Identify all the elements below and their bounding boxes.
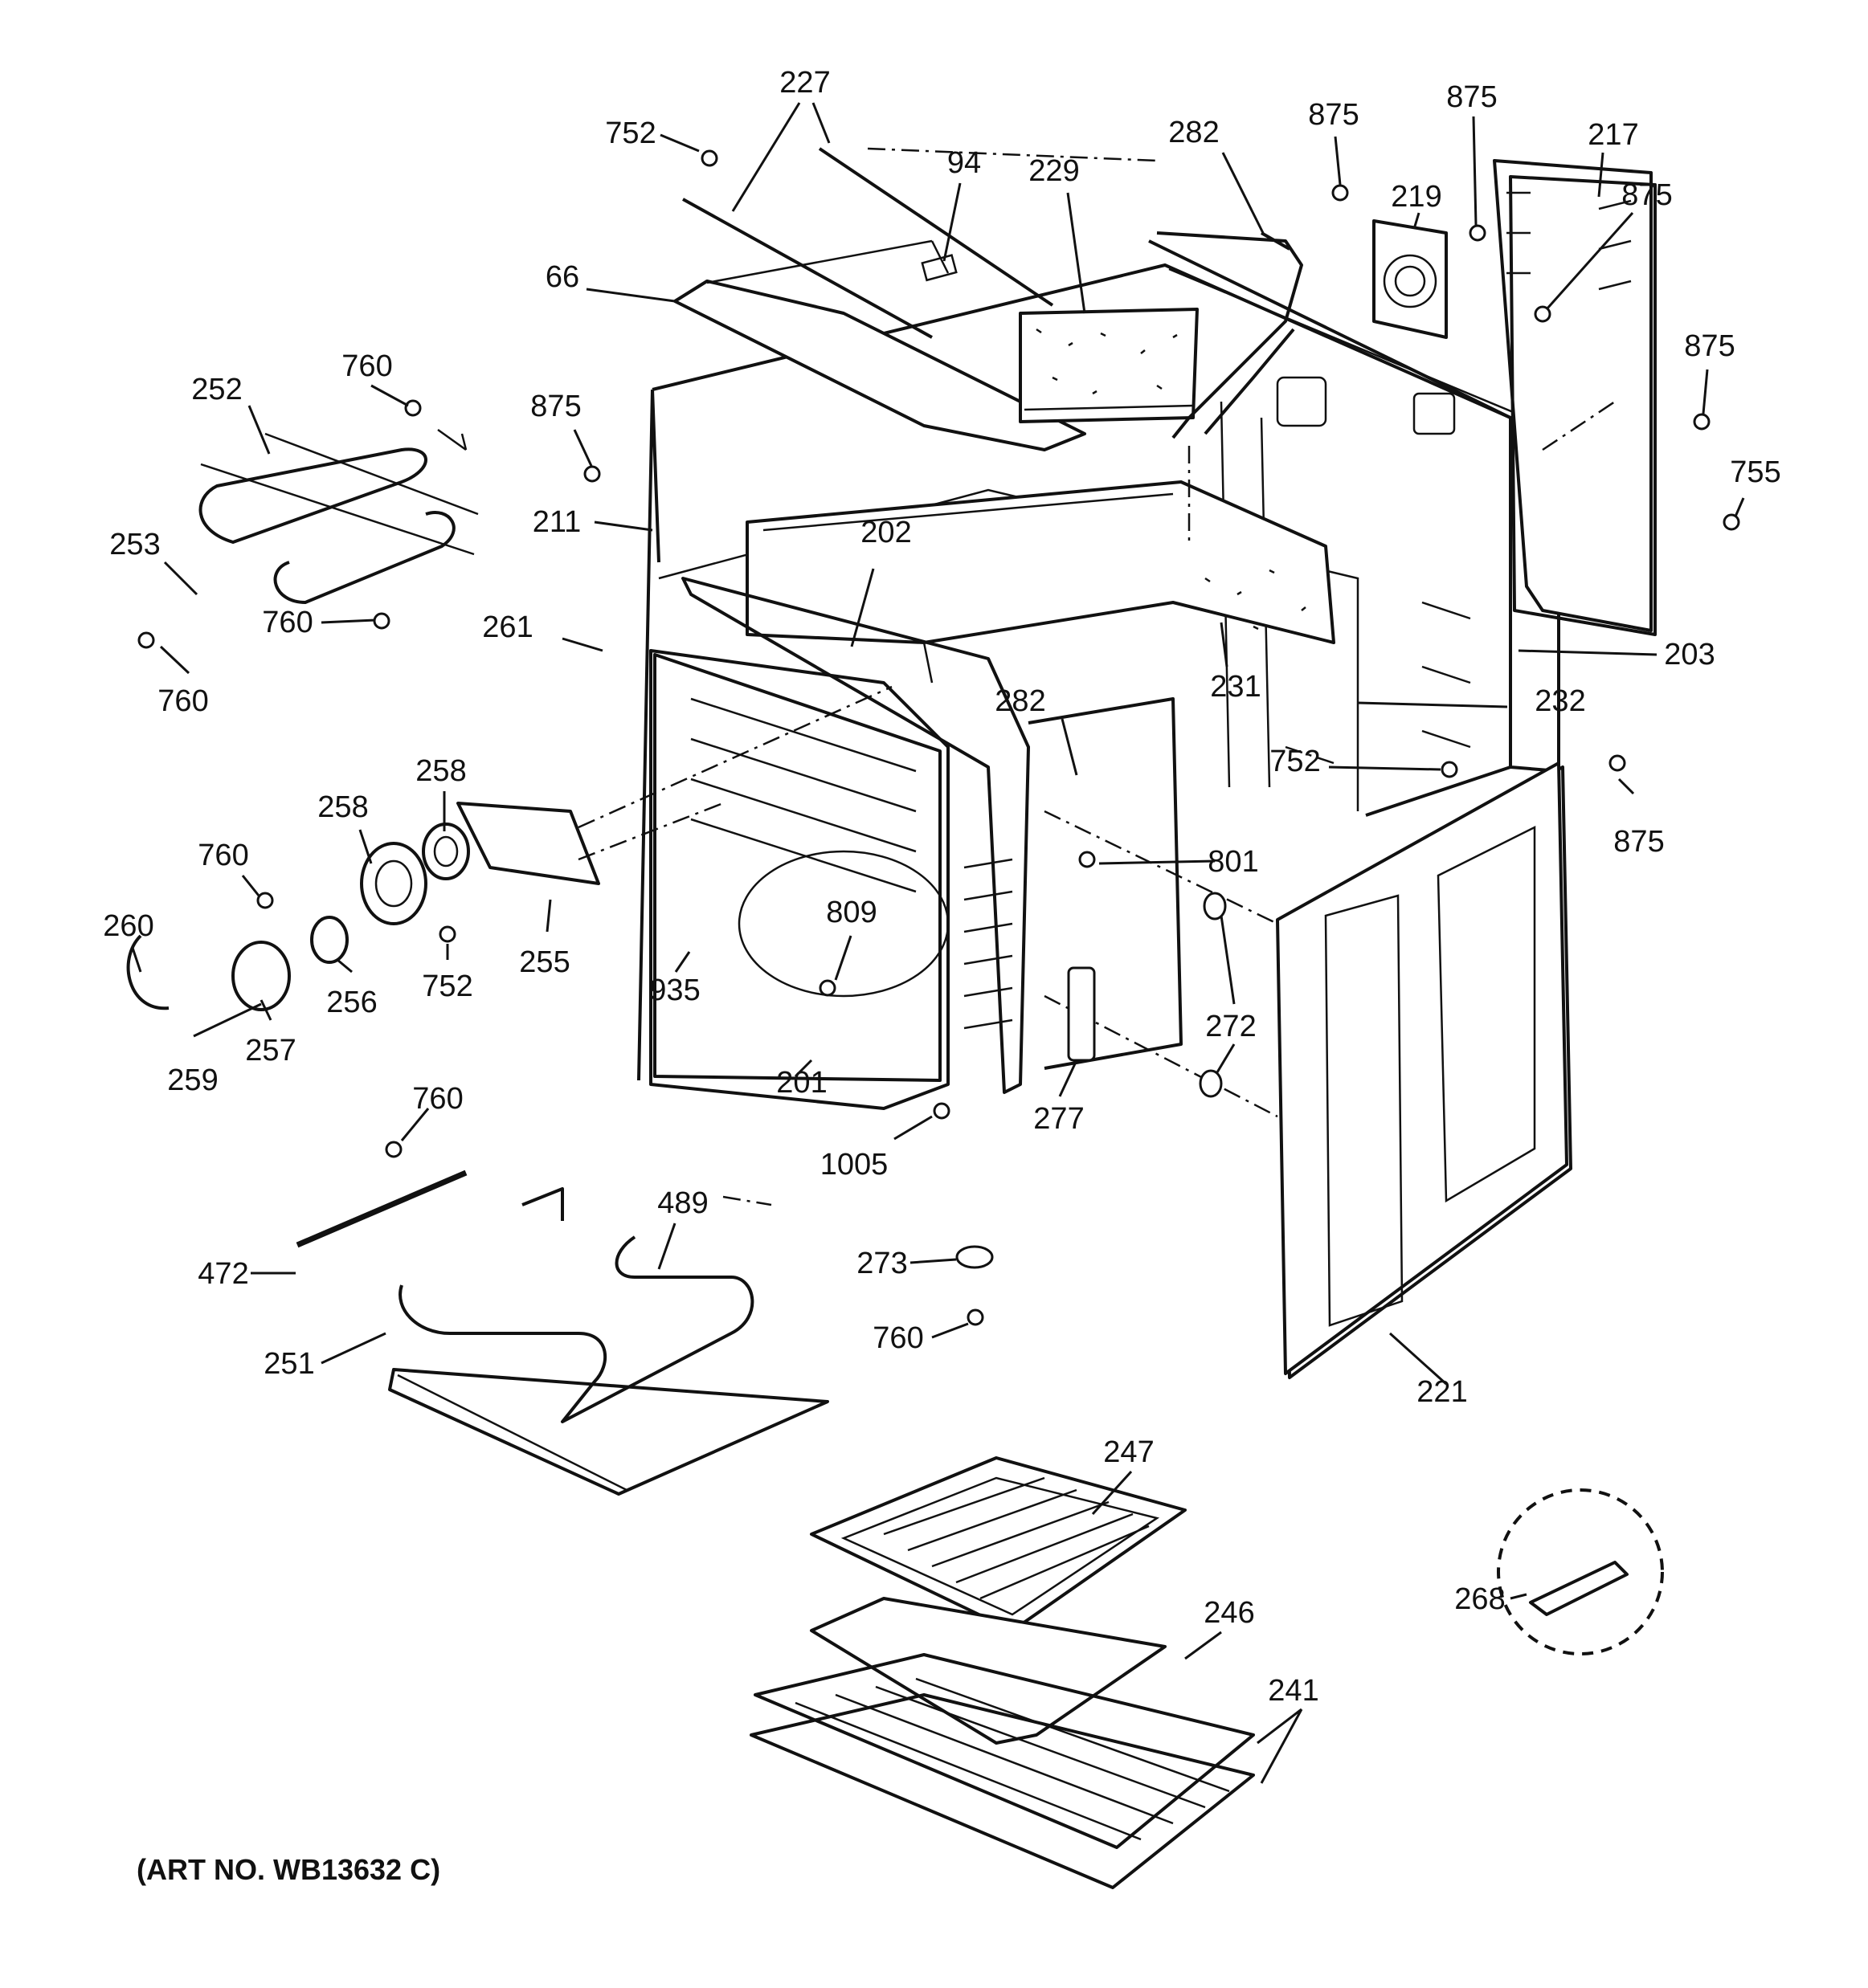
callout-935: 935 <box>649 974 700 1007</box>
callout-221: 221 <box>1416 1375 1467 1409</box>
callout-94: 94 <box>947 146 981 180</box>
callout-257: 257 <box>245 1034 296 1067</box>
callout-752: 752 <box>605 116 656 150</box>
callout-259: 259 <box>167 1063 218 1097</box>
broiler-pan-247 <box>810 1456 1187 1632</box>
callout-760: 760 <box>198 839 248 872</box>
callout-875: 875 <box>1621 178 1672 212</box>
callout-256: 256 <box>326 986 377 1019</box>
callout-752: 752 <box>1269 745 1320 778</box>
callout-247: 247 <box>1103 1435 1154 1469</box>
fasteners <box>137 149 1740 1326</box>
alignment-lines <box>578 147 1616 1206</box>
callout-472: 472 <box>198 1257 248 1291</box>
callout-875: 875 <box>1684 329 1735 363</box>
detail-circle-268 <box>1497 1488 1664 1655</box>
gasket-227 <box>682 147 1054 339</box>
callout-labels: 227 752 94 282 875 875 217 229 219 875 6… <box>103 66 1780 1708</box>
callout-760: 760 <box>412 1082 463 1116</box>
back-panel-217 <box>1493 159 1657 636</box>
oven-liner-top <box>746 480 1335 684</box>
side-panel-221 <box>1276 761 1572 1379</box>
rear-wall-203 <box>1148 239 1512 767</box>
callout-202: 202 <box>860 516 911 549</box>
callout-282: 282 <box>1168 116 1219 149</box>
callout-258: 258 <box>415 754 466 788</box>
callout-253: 253 <box>109 528 160 561</box>
leader-lines <box>131 102 1745 1784</box>
callout-251: 251 <box>264 1347 314 1381</box>
callout-875: 875 <box>1308 98 1359 132</box>
callout-489: 489 <box>657 1186 708 1220</box>
callout-203: 203 <box>1664 638 1715 672</box>
callout-231: 231 <box>1210 670 1261 704</box>
callout-255: 255 <box>519 945 570 979</box>
light-housing-219 <box>1372 219 1448 339</box>
callout-875: 875 <box>530 390 581 423</box>
art-number: (ART NO. WB13632 C) <box>137 1853 440 1886</box>
callout-260: 260 <box>103 909 153 943</box>
callout-241: 241 <box>1268 1674 1318 1708</box>
broil-element-252 <box>198 428 479 604</box>
callout-875: 875 <box>1613 825 1664 859</box>
callout-201: 201 <box>776 1066 827 1100</box>
vent-duct-282 <box>1156 231 1303 439</box>
callout-755: 755 <box>1730 455 1780 489</box>
callout-1005: 1005 <box>820 1148 889 1182</box>
callout-272: 272 <box>1205 1010 1256 1043</box>
callout-760: 760 <box>341 349 392 383</box>
callout-227: 227 <box>779 66 830 100</box>
callout-252: 252 <box>191 373 242 406</box>
callout-801: 801 <box>1208 845 1258 879</box>
callout-760: 760 <box>262 606 313 639</box>
callout-277: 277 <box>1033 1102 1084 1136</box>
oven-cavity-201 <box>649 577 1183 1110</box>
insulation-229 <box>1019 308 1199 423</box>
callout-268: 268 <box>1454 1582 1505 1616</box>
callout-273: 273 <box>856 1247 907 1280</box>
callout-258: 258 <box>317 790 368 824</box>
callout-211: 211 <box>533 505 582 539</box>
top-rail-66 <box>673 239 1086 451</box>
callout-760: 760 <box>157 684 208 718</box>
callout-261: 261 <box>482 610 533 644</box>
callout-282: 282 <box>995 684 1045 718</box>
callout-760: 760 <box>873 1321 923 1355</box>
oven-racks-241 <box>750 1653 1255 1889</box>
oven-light-assembly <box>126 802 600 1011</box>
bake-element-489 <box>296 1170 829 1496</box>
callout-809: 809 <box>826 896 877 929</box>
callout-752: 752 <box>422 970 472 1003</box>
callout-246: 246 <box>1204 1596 1254 1630</box>
callout-217: 217 <box>1588 118 1638 152</box>
callout-66: 66 <box>546 260 579 294</box>
callout-219: 219 <box>1391 180 1441 214</box>
callout-232: 232 <box>1535 684 1585 718</box>
callout-229: 229 <box>1028 154 1079 188</box>
callout-875: 875 <box>1446 80 1497 114</box>
